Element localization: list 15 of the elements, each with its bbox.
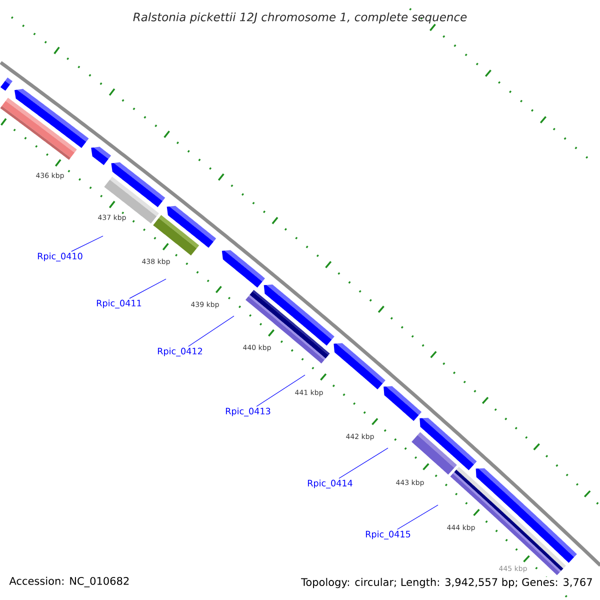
gene-label: Rpic_0415 [366,530,410,540]
leader-line [71,236,104,252]
leader-line [256,374,306,407]
info-text: Topology: circular; Length: 3,942,557 bp; Genes: 3,767 [300,576,594,590]
leader-line [188,316,234,347]
gene-label: Rpic_0414 [308,480,352,488]
leader-line [338,448,388,479]
info-text: Accession: NC_010682 [8,576,131,588]
gene-label: Rpic_0410 [38,252,82,262]
gene-label: Rpic_0412 [158,348,202,356]
leader-line [129,278,166,299]
gene-label: Rpic_0413 [226,408,270,416]
title: Ralstonia pickettii 12J chromosome 1, complete sequence [133,12,467,24]
leader-line [397,504,438,530]
gene-label: Rpic_0411 [96,300,142,308]
